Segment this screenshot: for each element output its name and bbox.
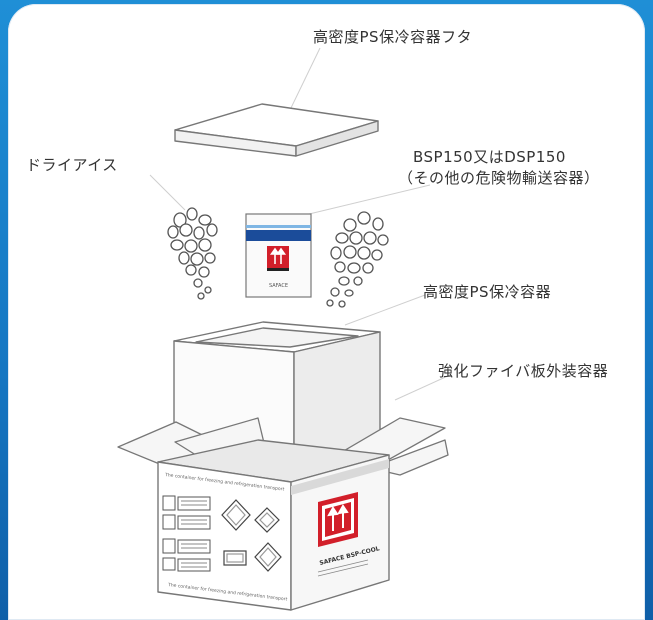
up-arrows-icon: [327, 504, 349, 531]
lid-panel: [174, 103, 379, 157]
inner-box-label: 高密度PS保冷容器: [423, 283, 552, 301]
side-panels: [162, 495, 211, 572]
hazard-label: [318, 492, 358, 547]
brand-underlines: [317, 559, 369, 577]
bsp-label-line2: （その他の危険物輸送容器）: [398, 169, 600, 187]
card-brand: SAFACE: [269, 283, 288, 289]
card-up-arrows-icon: [269, 247, 287, 264]
side-symbols: [221, 499, 282, 572]
outer-box-label: 強化ファイバ板外装容器: [438, 362, 609, 380]
leader-lines: [149, 47, 451, 401]
dry-ice-left: [167, 207, 218, 300]
bsp-label-line1: BSP150又はDSP150: [413, 148, 566, 166]
dry-ice-label: ドライアイス: [26, 156, 118, 174]
dry-ice-right: [326, 211, 389, 308]
bsp-card: SAFACE: [245, 213, 312, 298]
lid-label: 高密度PS保冷容器フタ: [313, 28, 473, 46]
